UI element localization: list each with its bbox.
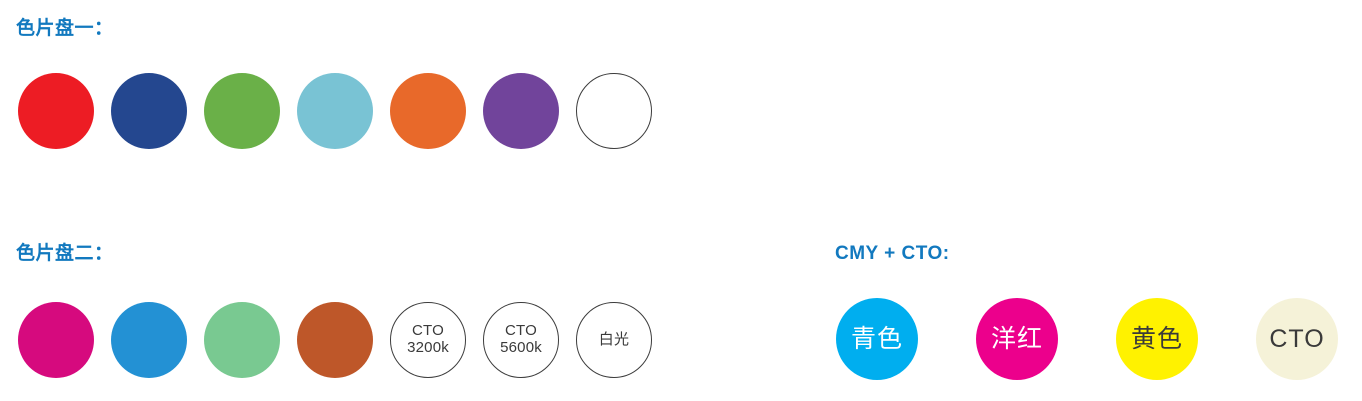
palette-one-swatch-row: [18, 73, 652, 149]
swatch-white[interactable]: [576, 73, 652, 149]
swatch-cto-label: CTO: [1269, 325, 1325, 353]
swatch-light-blue[interactable]: [297, 73, 373, 149]
cmy-cto-swatch-row: 青色 洋红 黄色 CTO: [836, 298, 1338, 380]
swatch-white-light[interactable]: 白光: [576, 302, 652, 378]
swatch-green[interactable]: [204, 73, 280, 149]
swatch-white-light-label: 白光: [598, 330, 630, 348]
swatch-cto[interactable]: CTO: [1256, 298, 1338, 380]
swatch-orange[interactable]: [390, 73, 466, 149]
swatch-cto-3200k-label: CTO 3200k: [407, 322, 449, 356]
swatch-red[interactable]: [18, 73, 94, 149]
swatch-magenta-label: 洋红: [990, 325, 1043, 353]
swatch-cto-3200k[interactable]: CTO 3200k: [390, 302, 466, 378]
palette-one-title: 色片盘一：: [16, 18, 114, 39]
swatch-yellow-label: 黄色: [1130, 325, 1183, 353]
swatch-sky-blue[interactable]: [111, 302, 187, 378]
swatch-blue[interactable]: [111, 73, 187, 149]
swatch-yellow[interactable]: 黄色: [1116, 298, 1198, 380]
swatch-purple[interactable]: [483, 73, 559, 149]
swatch-cto-5600k[interactable]: CTO 5600k: [483, 302, 559, 378]
palette-two-swatch-row: CTO 3200k CTO 5600k 白光: [18, 302, 652, 378]
swatch-magenta[interactable]: [18, 302, 94, 378]
swatch-rust[interactable]: [297, 302, 373, 378]
palette-two-title: 色片盘二：: [16, 243, 114, 264]
swatch-cyan[interactable]: 青色: [836, 298, 918, 380]
swatch-mint-green[interactable]: [204, 302, 280, 378]
swatch-cyan-label: 青色: [850, 325, 903, 353]
cmy-cto-title: CMY + CTO:: [835, 243, 950, 264]
swatch-magenta[interactable]: 洋红: [976, 298, 1058, 380]
swatch-cto-5600k-label: CTO 5600k: [500, 322, 542, 356]
